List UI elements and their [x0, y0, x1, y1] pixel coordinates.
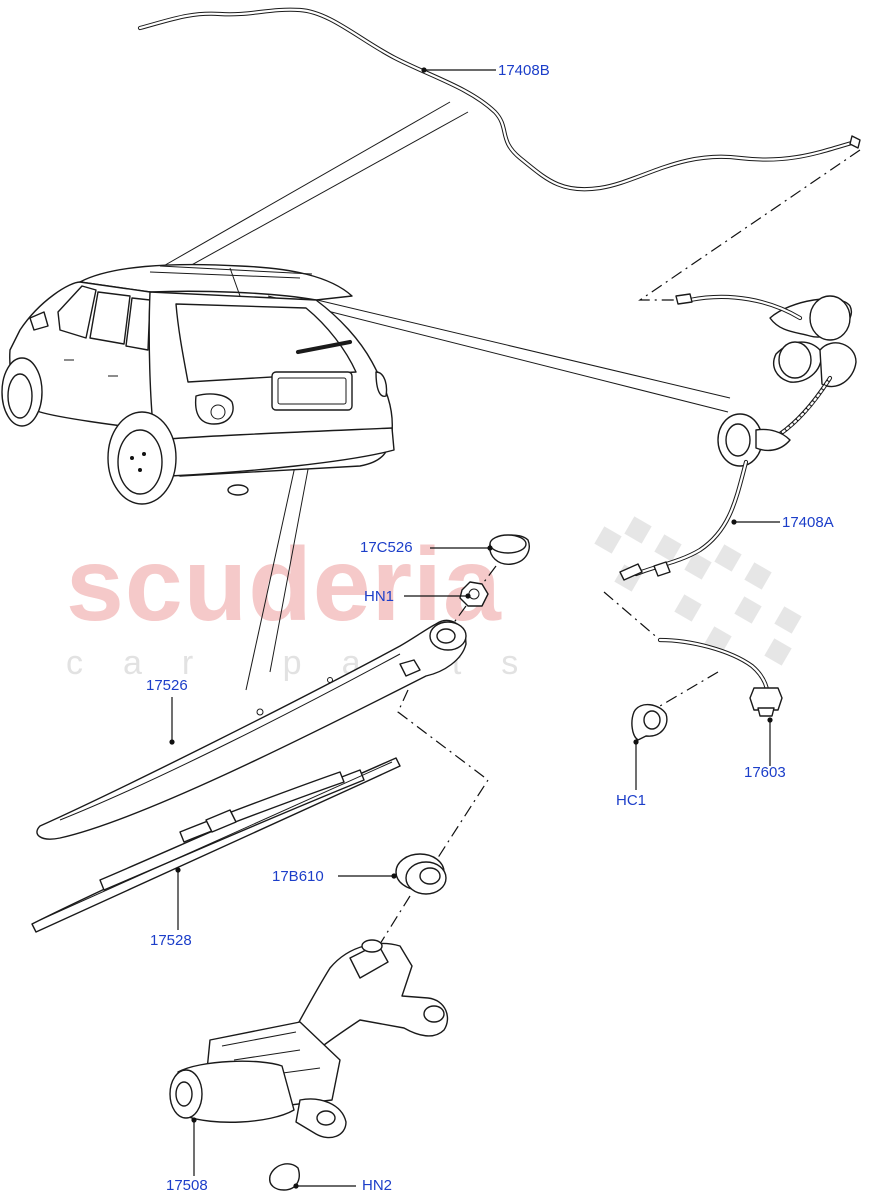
callout-17528: 17528	[150, 932, 192, 949]
callout-17B610: 17B610	[272, 868, 324, 885]
dash-link-nut	[449, 605, 467, 629]
callout-17526: 17526	[146, 677, 188, 694]
dash-link-connector	[659, 671, 719, 707]
nut-HN1	[459, 581, 489, 607]
wiper-blade-17528	[31, 757, 401, 933]
washer-hose-17603	[657, 637, 783, 717]
washer-tube-17408B	[137, 7, 861, 192]
callout-17508: 17508	[166, 1177, 208, 1194]
projection-line-4	[267, 295, 729, 413]
watermark-logo: scuderia	[66, 527, 502, 643]
callout-HC1: HC1	[616, 792, 647, 809]
callout-HN2: HN2	[362, 1177, 393, 1194]
projection-line-2	[167, 111, 469, 279]
callout-17C526: 17C526	[360, 539, 413, 556]
callout-leaders	[171, 69, 780, 1187]
dash-link-arm-motor	[397, 689, 489, 871]
callout-dots	[169, 67, 773, 1189]
wiper-cap-17C526	[489, 534, 530, 565]
projection-line-1	[159, 101, 451, 269]
grommet-17B610	[395, 853, 447, 895]
hose-connector-HC1	[631, 704, 668, 741]
vehicle-illustration	[1, 263, 395, 505]
callout-17408B: 17408B	[498, 62, 550, 79]
washer-hose-17408A	[619, 293, 857, 581]
wiper-arm-17526	[36, 619, 467, 840]
callout-17603: 17603	[744, 764, 786, 781]
dash-link-grommet	[379, 895, 411, 945]
wiper-motor-17508	[169, 939, 449, 1139]
dash-link-top-right	[638, 149, 861, 301]
callout-HN1: HN1	[364, 588, 395, 605]
nut-HN2	[269, 1163, 300, 1191]
callout-17408A: 17408A	[782, 514, 834, 531]
projection-line-3	[274, 289, 731, 399]
watermark-flag	[594, 516, 802, 666]
dash-link-mid-right	[603, 591, 661, 641]
